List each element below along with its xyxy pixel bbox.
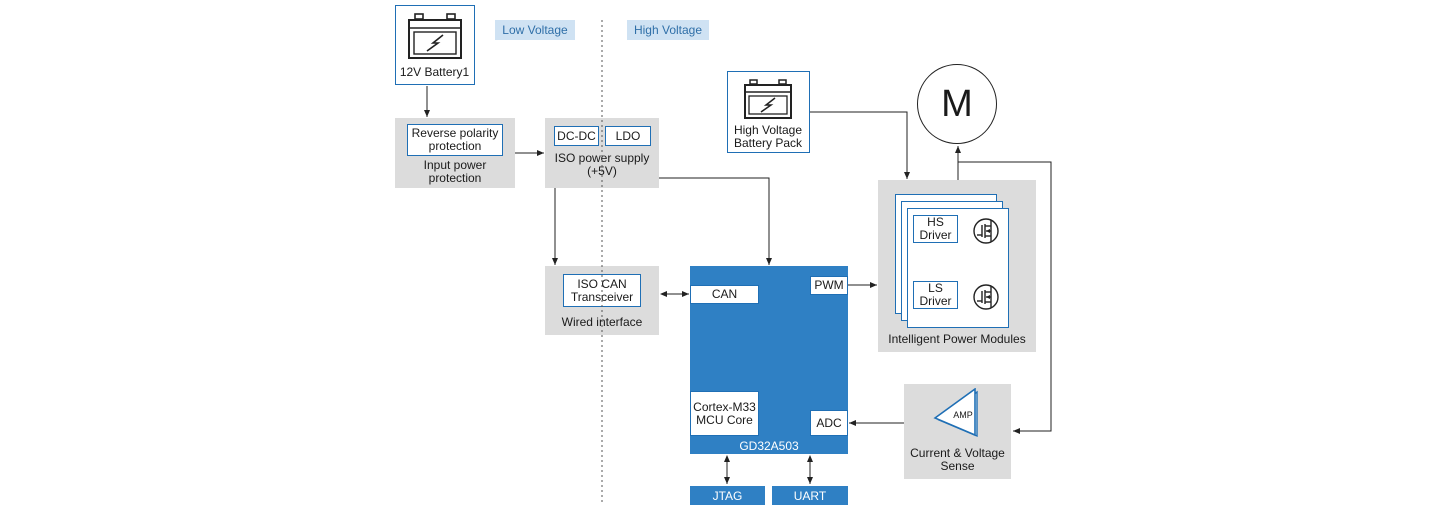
pwm-label: PWM: [814, 278, 844, 292]
ls-driver-box: LS Driver: [913, 281, 958, 309]
mcu-block: CAN PWM Cortex-M33 MCU Core ADC GD32A503: [690, 266, 848, 454]
cortex-core-box: Cortex-M33 MCU Core: [690, 391, 759, 436]
iso-can-transceiver-box: ISO CAN Transceiver: [563, 274, 641, 307]
sense-label: Current & Voltage Sense: [910, 446, 1005, 473]
mosfet-icon: [973, 218, 999, 244]
adc-label: ADC: [816, 415, 842, 430]
pwm-box: PWM: [810, 276, 848, 295]
dcdc-box: DC-DC: [554, 126, 599, 146]
ipm-stack-front: HS Driver LS Driver: [907, 208, 1009, 328]
high-voltage-tag: High Voltage: [627, 20, 709, 40]
sense-block: AMP Current & Voltage Sense: [904, 384, 1011, 479]
iso-can-transceiver-label: ISO CAN Transceiver: [570, 276, 634, 304]
cortex-core-label: Cortex-M33 MCU Core: [693, 399, 756, 427]
mcu-name: GD32A503: [739, 439, 799, 453]
jtag-label: JTAG: [712, 489, 743, 503]
iso-supply-block: DC-DC LDO ISO power supply (+5V): [545, 118, 659, 188]
can-box: CAN: [690, 285, 759, 304]
amp-label: AMP: [953, 410, 973, 420]
low-voltage-tag: Low Voltage: [495, 20, 575, 40]
jtag-port: JTAG: [690, 486, 765, 505]
battery-icon: [408, 13, 462, 59]
mosfet-icon: [973, 284, 999, 310]
uart-port: UART: [772, 486, 848, 505]
wire-hv-battery-ipm: [810, 111, 910, 179]
motor: M: [917, 64, 997, 144]
hv-battery-block: High Voltage Battery Pack: [727, 71, 810, 153]
input-protection-label: Input power protection: [423, 158, 487, 185]
hv-battery-icon: [744, 79, 792, 119]
wire-supply-mcu: [659, 177, 772, 265]
reverse-polarity-box: Reverse polarity protection: [407, 124, 503, 156]
hs-driver-label: HS Driver: [919, 215, 952, 242]
ls-driver-label: LS Driver: [919, 281, 952, 308]
ldo-label: LDO: [615, 128, 641, 143]
hv-battery-label: High Voltage Battery Pack: [733, 123, 803, 150]
reverse-polarity-label: Reverse polarity protection: [411, 126, 499, 153]
motor-label: M: [941, 82, 973, 125]
iso-supply-label: ISO power supply (+5V): [554, 151, 650, 178]
battery-12v-label: 12V Battery1: [399, 65, 470, 79]
battery-12v-block: 12V Battery1: [395, 5, 475, 85]
hs-driver-box: HS Driver: [913, 215, 958, 243]
dcdc-label: DC-DC: [557, 128, 596, 143]
ipm-block: HS Driver LS Driver Intellig: [878, 180, 1036, 352]
input-protection-block: Reverse polarity protection Input power …: [395, 118, 515, 188]
wired-interface-block: ISO CAN Transceiver Wired interface: [545, 266, 659, 335]
ipm-label: Intelligent Power Modules: [888, 332, 1026, 346]
adc-box: ADC: [810, 410, 848, 436]
ldo-box: LDO: [605, 126, 651, 146]
can-label: CAN: [711, 287, 738, 301]
wired-interface-label: Wired interface: [561, 315, 643, 329]
uart-label: UART: [793, 489, 827, 503]
